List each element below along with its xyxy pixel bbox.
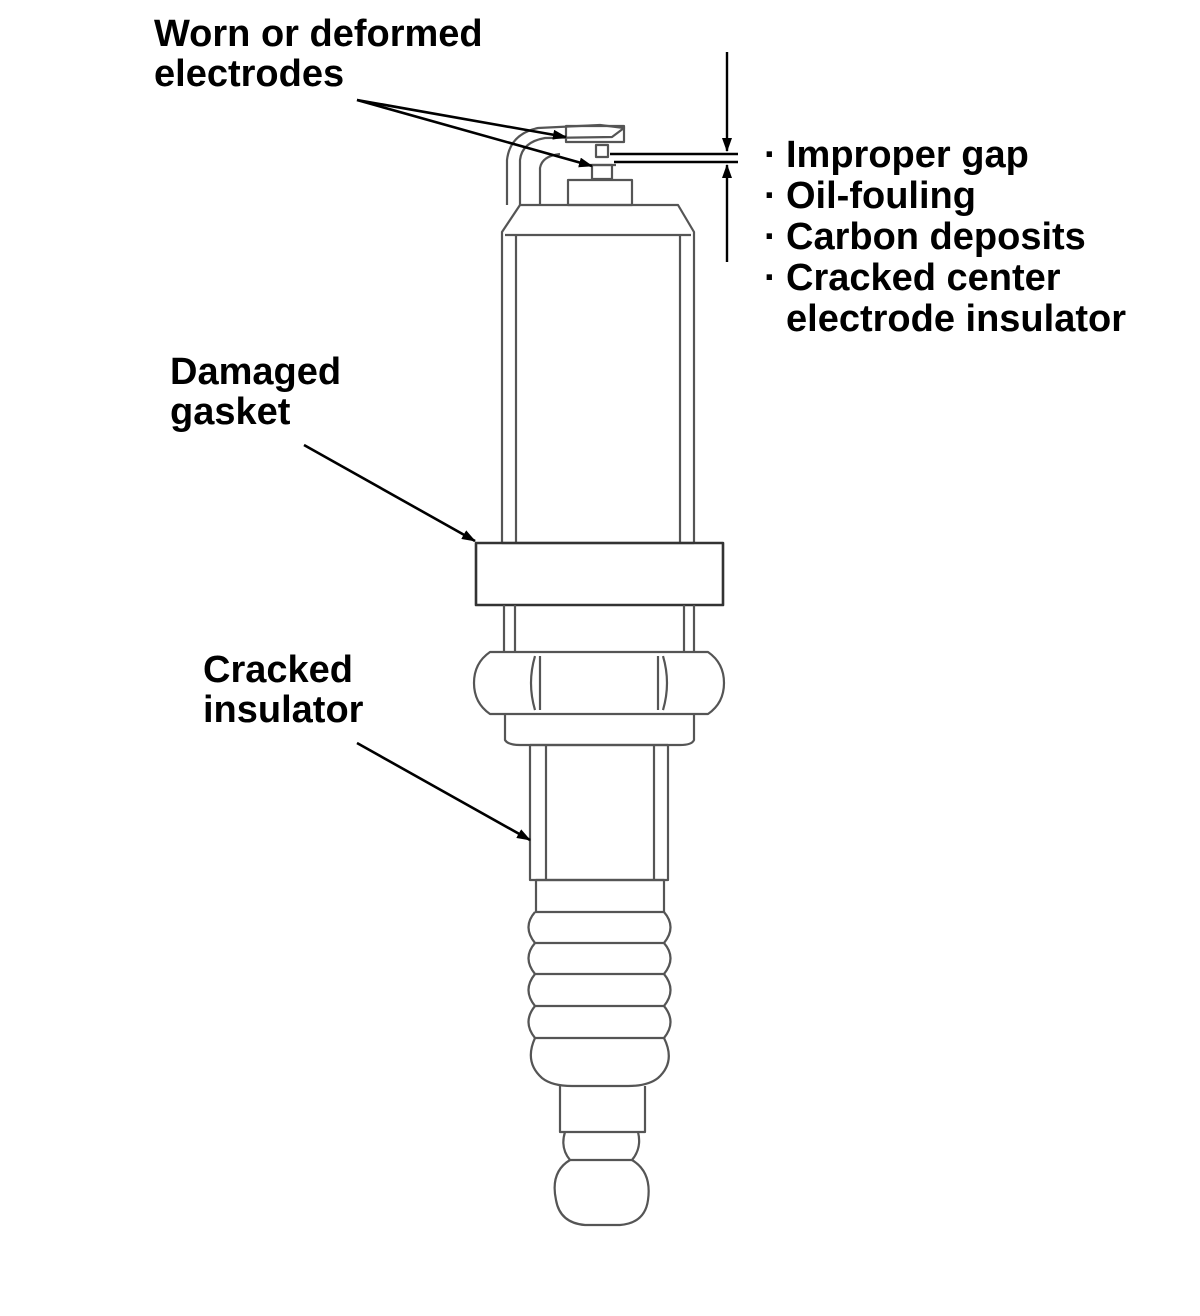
electrodes-label-line2: electrodes (154, 53, 345, 95)
gasket-label-line1: Damaged (170, 351, 342, 393)
center-electrode-base (566, 178, 634, 207)
insulator-label: Cracked insulator (203, 650, 363, 730)
insulator-label-line1: Cracked (203, 649, 353, 691)
terminal (558, 1086, 647, 1134)
insulator-lower (528, 745, 670, 882)
callout-arrows (303, 98, 593, 842)
gap-issue-item: ·Cracked center (764, 257, 1061, 299)
bullet: · (764, 257, 777, 299)
gap-issue-item: ·Carbon deposits (764, 216, 1086, 258)
hex-nut (472, 650, 726, 716)
insulator-ribs (527, 911, 672, 1088)
insulator-upper (500, 203, 696, 545)
bullet: · (764, 134, 777, 176)
electrode-arrow-lower (356, 98, 593, 168)
electrodes-label-line1: Worn or deformed (154, 13, 483, 55)
gap-issue-item: ·Oil-fouling (764, 175, 976, 217)
insulator-label-line2: insulator (203, 689, 364, 731)
gap-issue-item: ·Improper gap (764, 134, 1029, 176)
bullet: · (764, 175, 777, 217)
bullet: · (764, 216, 777, 258)
electrode-arrow-upper (356, 98, 567, 140)
center-electrode-tip (594, 143, 610, 159)
gasket-label-line2: gasket (170, 391, 291, 433)
gasket (474, 541, 725, 607)
electrodes-label: Worn or deformed electrodes (154, 14, 483, 94)
gasket-arrow (303, 443, 476, 543)
gap-dimension-marker (610, 52, 738, 262)
gasket-label: Damaged gasket (170, 352, 341, 432)
insulator-arrow (356, 741, 531, 842)
gap-issues-list: ·Improper gap ·Oil-fouling ·Carbon depos… (764, 135, 1126, 340)
spark-plug-drawing (472, 123, 726, 1227)
gap-issue-continuation: electrode insulator (786, 298, 1126, 340)
